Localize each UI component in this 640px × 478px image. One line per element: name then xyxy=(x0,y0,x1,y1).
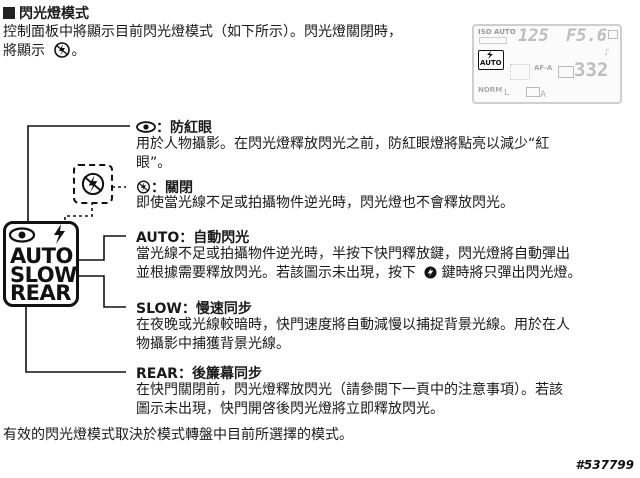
flash-off-box xyxy=(73,164,113,204)
footer-note: 有效的閃光燈模式取決於模式轉盤中目前所選擇的模式。 xyxy=(3,427,353,443)
flash-mode-panel: AUTO SLOW REAR xyxy=(3,221,79,307)
intro-line-2: 將顯示 。 xyxy=(3,42,86,59)
af-point-grid xyxy=(510,64,530,80)
wb-auto-label: A xyxy=(540,90,547,100)
iso-auto-label: ISO AUTO xyxy=(478,28,516,36)
rear-title: REAR：後簾幕同步 xyxy=(136,366,262,382)
mode-word-slow: SLOW xyxy=(10,263,77,287)
metering-icon xyxy=(558,66,574,78)
flash-bolt-icon xyxy=(487,51,493,59)
slow-title: SLOW：慢速同步 xyxy=(136,301,252,317)
rear-desc-1: 在快門關閉前，閃光燈釋放閃光（請參閱下一頁中的注意事項）。若該 xyxy=(136,382,563,398)
image-quality-label: NORM xyxy=(478,86,503,94)
lcd-auto-label: AUTO xyxy=(480,59,502,67)
flash-bolt-icon xyxy=(54,224,65,244)
section-red-eye-title: ：防紅眼 xyxy=(136,117,212,137)
intro-line-2-text: 將顯示 xyxy=(3,43,45,59)
intro-line-1: 控制面板中將顯示目前閃光燈模式（如下所示）。閃光燈關閉時， xyxy=(3,24,402,40)
off-desc-1: 即使當光線不足或拍攝物件逆光時，閃光燈也不會釋放閃光。 xyxy=(136,195,514,211)
frames-remaining: 332 xyxy=(574,59,609,81)
control-panel-display: ISO AUTO 125 F5.6 AUTO AF-A 332 ♪ NORM L… xyxy=(472,24,622,104)
mode-word-auto: AUTO xyxy=(10,244,73,268)
shutter-speed-value: 125 xyxy=(518,26,549,46)
auto-title: AUTO：自動閃光 xyxy=(136,230,250,246)
section-off-title: ：關閉 xyxy=(136,177,193,197)
aperture-value: F5.6 xyxy=(566,26,607,46)
flash-off-icon xyxy=(54,42,71,58)
auto-desc-2-tail: 鍵時將只彈出閃光燈。 xyxy=(441,265,582,281)
page-title: 閃光燈模式 xyxy=(19,6,89,22)
red-eye-icon xyxy=(8,227,36,243)
flash-button-icon xyxy=(424,266,437,279)
red-eye-title-text: ：防紅眼 xyxy=(156,120,212,136)
square-bullet-icon xyxy=(3,7,15,19)
exposure-bar xyxy=(479,37,507,44)
off-title-text: ：關閉 xyxy=(151,180,193,196)
mode-word-rear: REAR xyxy=(10,281,71,305)
image-size-label: L xyxy=(504,88,510,98)
section-heading: 閃光燈模式 xyxy=(3,3,89,23)
flash-off-icon xyxy=(137,180,150,194)
rear-desc-2: 圖示未出現，快門開啓後閃光燈將立即釋放閃光。 xyxy=(136,401,444,417)
red-eye-desc-1: 用於人物攝影。在閃光燈釋放閃光之前，防紅眼燈將點亮以減少“紅 xyxy=(136,136,550,152)
slow-desc-1: 在夜晚或光線較暗時，快門速度將自動減慢以捕捉背景光線。用於在人 xyxy=(136,317,570,333)
beep-icon: ♪ xyxy=(604,48,610,58)
flash-off-icon xyxy=(81,172,105,196)
watermark: #537799 xyxy=(575,458,634,472)
auto-desc-2: 並根據需要釋放閃光。若該圖示未出現，按下 鍵時將只彈出閃光燈。 xyxy=(136,264,581,283)
battery-icon xyxy=(608,30,618,39)
wb-icon xyxy=(526,87,540,97)
red-eye-icon xyxy=(136,121,156,133)
flash-mode-indicator: AUTO xyxy=(478,50,504,70)
slow-desc-2: 物攝影中捕獲背景光線。 xyxy=(136,336,290,352)
auto-desc-1: 當光線不足或拍攝物件逆光時，半按下快門釋放鍵，閃光燈將自動彈出 xyxy=(136,246,570,262)
red-eye-desc-2: 眼”。 xyxy=(136,155,172,171)
auto-desc-2-text: 並根據需要釋放閃光。若該圖示未出現，按下 xyxy=(136,265,416,281)
af-mode-label: AF-A xyxy=(534,64,553,72)
